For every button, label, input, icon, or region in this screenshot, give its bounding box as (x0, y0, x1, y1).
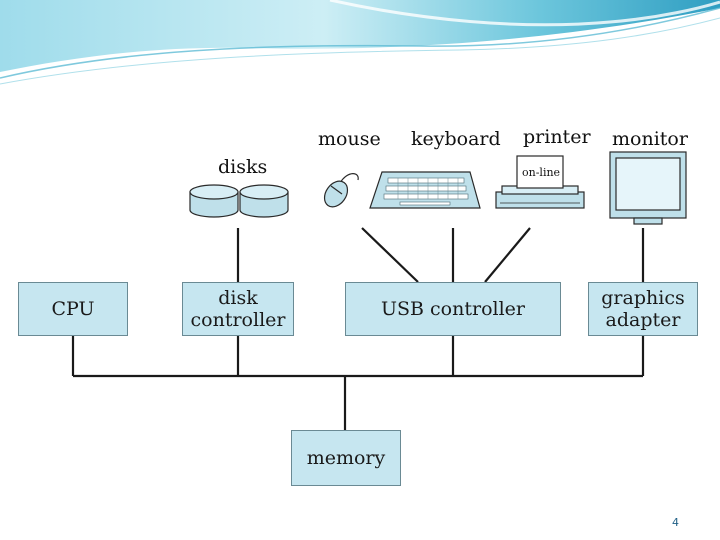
printer-panel-label: on-line (522, 166, 561, 179)
graphics-adapter-box: graphics adapter (588, 282, 698, 336)
memory-label: memory (306, 447, 386, 469)
disks-icon (189, 184, 289, 218)
mouse-icon (323, 173, 359, 208)
disk-controller-box: disk controller (182, 282, 294, 336)
memory-box: memory (291, 430, 401, 486)
page-number: 4 (672, 516, 679, 529)
usb-controller-label: USB controller (381, 298, 525, 320)
keyboard-label: keyboard (411, 128, 501, 150)
printer-link-line (484, 227, 531, 283)
usb-controller-box: USB controller (345, 282, 561, 336)
cpu-label: CPU (51, 298, 95, 320)
keyboard-icon (369, 171, 481, 209)
graphics-adapter-label: graphics adapter (601, 287, 685, 331)
mouse-label: mouse (318, 128, 381, 150)
disk-controller-label: disk controller (190, 287, 286, 331)
printer-label: printer (523, 126, 591, 148)
mouse-link-line (361, 227, 419, 283)
monitor-label: monitor (612, 128, 688, 150)
printer-icon (495, 155, 585, 209)
disks-label: disks (218, 156, 268, 178)
cpu-box: CPU (18, 282, 128, 336)
header-banner (0, 0, 720, 85)
monitor-icon (609, 151, 687, 225)
